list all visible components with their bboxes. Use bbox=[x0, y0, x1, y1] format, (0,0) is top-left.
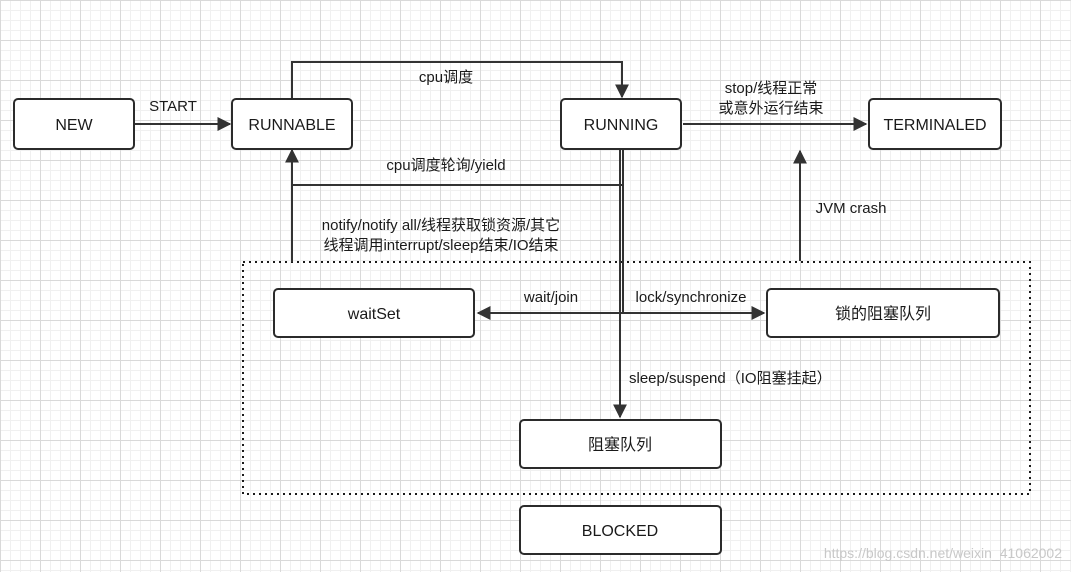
node-terminated[interactable]: TERMINALED bbox=[868, 98, 1002, 150]
edge-label-sleep-suspend: sleep/suspend（IO阻塞挂起） bbox=[629, 369, 832, 387]
node-running[interactable]: RUNNING bbox=[560, 98, 682, 150]
node-terminated-label: TERMINALED bbox=[883, 117, 986, 134]
edge-label-wait-join: wait/join bbox=[523, 289, 578, 306]
edge-label-start: START bbox=[149, 98, 197, 115]
edge-label-lock-synchronize: lock/synchronize bbox=[636, 289, 747, 306]
node-blocked-queue[interactable]: 阻塞队列 bbox=[519, 419, 722, 469]
node-new-label: NEW bbox=[55, 117, 93, 134]
node-running-label: RUNNING bbox=[584, 117, 659, 134]
node-lock-queue-label: 锁的阻塞队列 bbox=[835, 305, 931, 323]
edge-label-yield: cpu调度轮询/yield bbox=[386, 157, 505, 174]
watermark: https://blog.csdn.net/weixin_41062002 bbox=[824, 545, 1062, 561]
blocked-group-boundary bbox=[242, 261, 1031, 495]
node-runnable-label: RUNNABLE bbox=[248, 117, 335, 134]
edge-label-stop-line2: 或意外运行结束 bbox=[718, 99, 823, 117]
edge-label-notify-line2: 线程调用interrupt/sleep结束/IO结束 bbox=[323, 237, 558, 254]
edge-label-notify-line1: notify/notify all/线程获取锁资源/其它 bbox=[322, 216, 560, 234]
node-blocked-queue-label: 阻塞队列 bbox=[588, 436, 652, 454]
node-new[interactable]: NEW bbox=[13, 98, 135, 150]
edge-yield bbox=[285, 148, 622, 186]
node-wait-set[interactable]: waitSet bbox=[273, 288, 475, 338]
edge-label-cpu-schedule: cpu调度 bbox=[419, 69, 473, 86]
node-blocked[interactable]: BLOCKED bbox=[519, 505, 722, 555]
edge-label-jvm-crash: JVM crash bbox=[816, 200, 887, 217]
node-lock-queue[interactable]: 锁的阻塞队列 bbox=[766, 288, 1000, 338]
edge-cpu-schedule bbox=[291, 61, 629, 99]
node-wait-set-label: waitSet bbox=[347, 306, 401, 323]
edge-label-stop-line1: stop/线程正常 bbox=[725, 80, 818, 97]
node-runnable[interactable]: RUNNABLE bbox=[231, 98, 353, 150]
node-blocked-label: BLOCKED bbox=[582, 523, 658, 540]
